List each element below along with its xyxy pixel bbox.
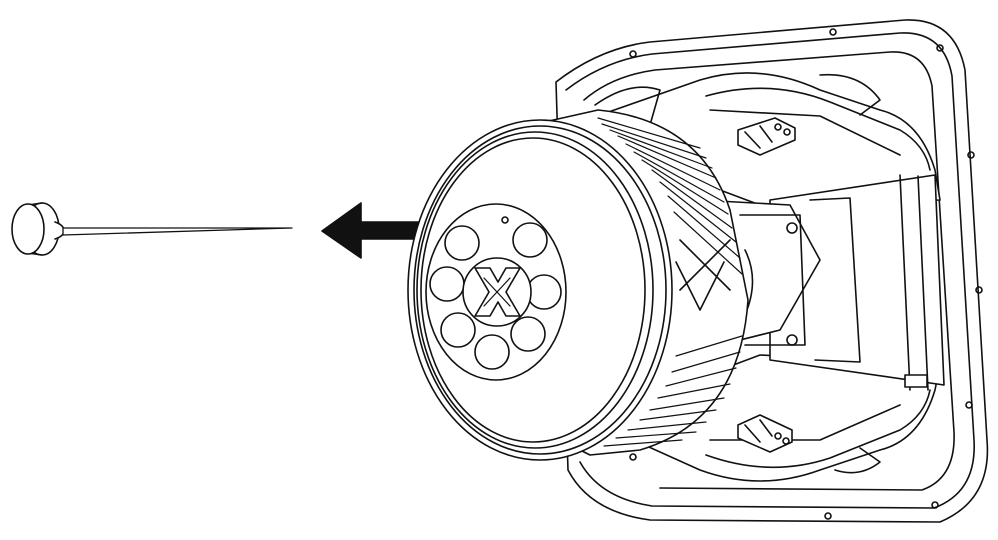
mounting-holes (629, 28, 983, 520)
cooling-fins-top (597, 117, 743, 275)
cooling-fins-bottom (603, 335, 743, 447)
speaker-icon (407, 19, 989, 523)
pin-tool-icon (11, 202, 293, 256)
terminal-top (737, 117, 796, 156)
terminal-bottom (737, 414, 793, 453)
center-x-logo (462, 257, 532, 327)
vent-bolts (429, 222, 562, 370)
